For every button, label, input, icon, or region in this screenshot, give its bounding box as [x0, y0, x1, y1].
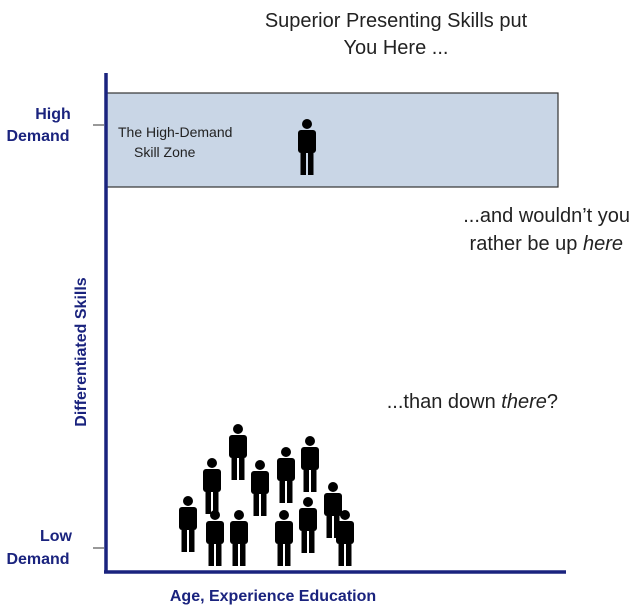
y-axis-label: Differentiated Skills [73, 277, 90, 426]
person-icon [251, 460, 269, 516]
crowd [179, 424, 354, 566]
person-icon [275, 510, 293, 566]
x-axis-label: Age, Experience Education [170, 588, 376, 605]
zone-label-line-1: The High-Demand [118, 124, 232, 140]
person-icon [277, 447, 295, 503]
callout-there-suffix: ? [547, 391, 558, 413]
zone-label-line-2: Skill Zone [134, 144, 196, 160]
person-icon [203, 458, 221, 514]
person-icon [229, 424, 247, 480]
callout-here-line-1: ...and wouldn’t you [463, 205, 630, 227]
high-demand-zone [105, 92, 559, 188]
callout-here-emphasis: here [583, 233, 623, 255]
callout-there-emphasis: there [501, 391, 547, 413]
y-tick-low-line-2: Demand [6, 551, 69, 568]
person-icon [206, 510, 224, 566]
callout-here-prefix: rather be up [470, 233, 583, 255]
headline-line-2: You Here ... [344, 37, 449, 59]
person-icon [179, 496, 197, 552]
person-icon [299, 497, 317, 553]
y-tick-high-line-2: Demand [6, 128, 69, 145]
callout-there-prefix: ...than down [387, 391, 502, 413]
person-icon [301, 436, 319, 492]
callout-there: ...than down there? [387, 391, 558, 413]
headline-line-1: Superior Presenting Skills put [265, 10, 528, 32]
y-tick-high-line-1: High [35, 106, 71, 123]
person-icon [230, 510, 248, 566]
y-tick-low-line-1: Low [40, 528, 73, 545]
callout-here-line-2: rather be up here [470, 233, 623, 255]
